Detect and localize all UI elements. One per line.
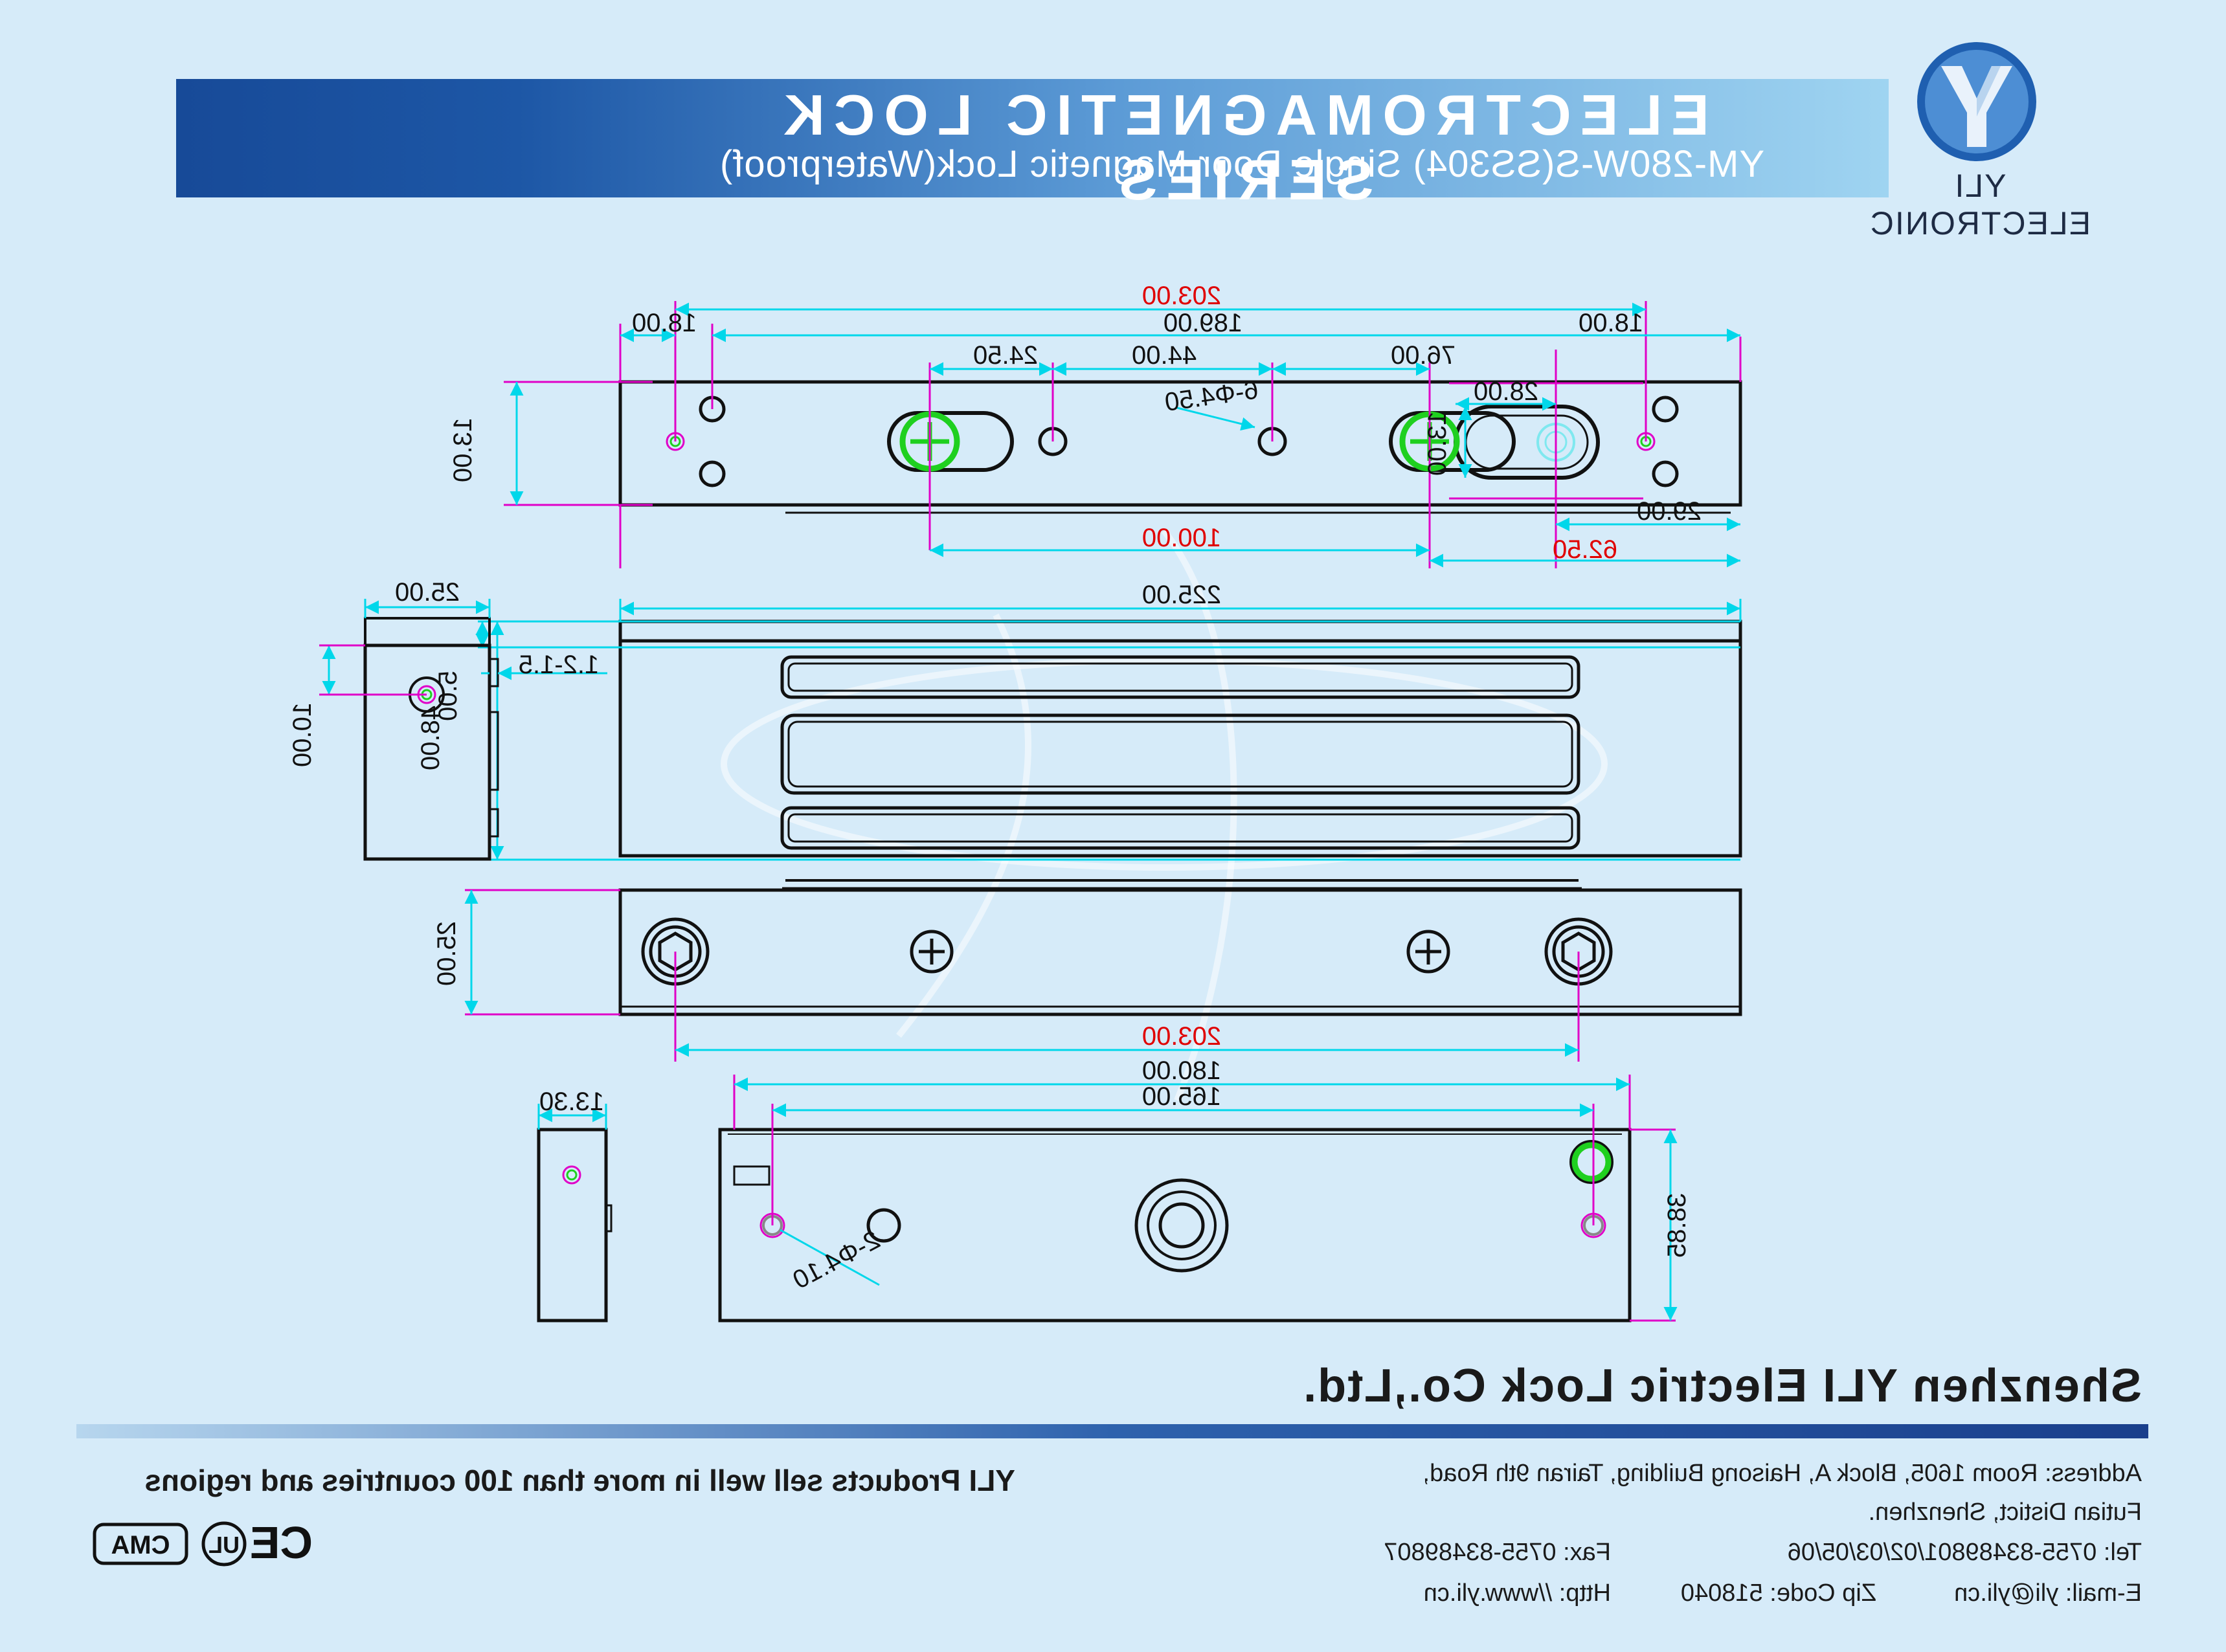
dim-top-offset: 5.00	[434, 671, 462, 721]
ce-mark-icon: CE	[250, 1518, 313, 1568]
dim-armature-holes: 165.00	[1142, 1082, 1221, 1111]
dim-inner-top: 189.00	[1164, 309, 1242, 337]
dim-holes-top: 6-Φ4.50	[1163, 375, 1260, 417]
dim-100-00: 100.00	[1142, 524, 1221, 552]
dim-left-edge: 18.00	[1579, 309, 1643, 337]
armature-side-view	[537, 1104, 613, 1323]
address-line-1: Address: Room 1605, Block A, Haisong Bui…	[1422, 1460, 2142, 1487]
email: E-mail: yli@yli.cn	[1954, 1579, 2142, 1607]
address-line-2: Futian Distict, Shenzhen.	[1868, 1499, 2142, 1526]
dim-76-00: 76.00	[1391, 341, 1456, 370]
svg-text:UL: UL	[208, 1532, 240, 1558]
dim-hole-height: 10.00	[288, 702, 317, 767]
fax: Fax: 0755-83489807	[1384, 1539, 1611, 1566]
top-view	[504, 301, 1742, 568]
side-view	[319, 599, 607, 861]
dim-right-edge: 18.00	[632, 309, 697, 337]
dim-width-front: 225.00	[1142, 581, 1221, 609]
dim-gap: 1.2-1.5	[519, 651, 600, 679]
zip-code: Zip Code: 518040	[1680, 1579, 1876, 1607]
dim-armature-height: 38.85	[1663, 1193, 1691, 1258]
dim-28-00: 28.00	[1474, 377, 1538, 406]
dim-bottom-height: 25.00	[433, 921, 461, 986]
dim-62-50: 62.50	[1553, 535, 1617, 564]
dim-44-00: 44.00	[1132, 341, 1197, 370]
dim-overall-top: 203.00	[1142, 282, 1221, 310]
company-name: Shenzhen YLI Electric Lock Co.,Ltd.	[1302, 1360, 2142, 1412]
certification-marks: CE UL CMA	[93, 1518, 313, 1568]
dim-height-left: 13.00	[449, 418, 477, 482]
yli-y-logo-icon	[1917, 42, 2036, 161]
dim-24-50: 24.50	[973, 341, 1038, 370]
dim-armature-side: 13.30	[539, 1088, 604, 1116]
dim-height-slot: 13.00	[1423, 411, 1452, 476]
tagline: YLI Products sell well in more than 100 …	[144, 1464, 1015, 1497]
dim-side-width: 25.00	[395, 578, 460, 607]
svg-text:CMA: CMA	[111, 1531, 170, 1559]
dim-bottom-span: 203.00	[1142, 1022, 1221, 1051]
bottom-view	[464, 879, 1742, 1062]
svg-text:CE: CE	[250, 1518, 313, 1568]
armature-plate	[718, 1075, 1678, 1323]
footer-divider	[76, 1424, 2148, 1438]
dim-height-front: 48.00	[416, 706, 445, 770]
dim-armature-hole-spec: 2-Φ4.10	[788, 1225, 884, 1295]
dim-armature-length: 180.00	[1142, 1056, 1221, 1085]
dim-29-00: 29.00	[1637, 497, 1702, 526]
cma-mark-icon: CMA	[93, 1523, 188, 1565]
website: Http: //www.yli.cn	[1423, 1579, 1611, 1607]
ul-mark-icon: UL	[201, 1521, 247, 1567]
tel: Tel: 0755-83489801/02/03/05/06	[1787, 1539, 2142, 1566]
